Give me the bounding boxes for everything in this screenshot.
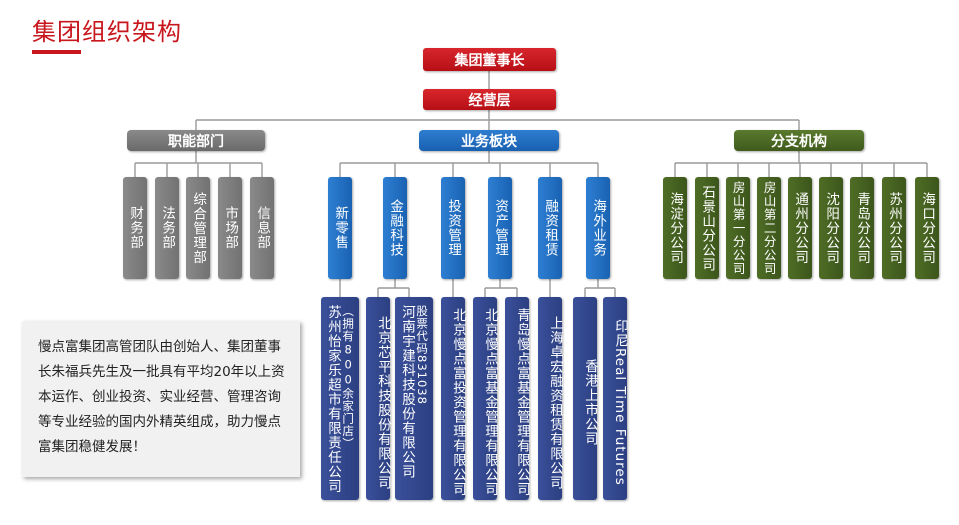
- company-henan-yujian: 河南宇建科技股份有限公司 股票代码831038: [395, 297, 433, 500]
- segment-overseas: 海外业务: [586, 177, 610, 279]
- branch-fangshan-2: 房山第二分公司: [757, 177, 781, 279]
- branch-shijingshan: 石景山分公司: [695, 177, 719, 279]
- branch-suzhou: 苏州分公司: [882, 177, 906, 279]
- branch-shenyang: 沈阳分公司: [819, 177, 843, 279]
- branch-tongzhou: 通州分公司: [788, 177, 812, 279]
- segment-financial-leasing: 融资租赁: [538, 177, 562, 279]
- title-underline: [32, 50, 81, 54]
- company-note: 股票代码831038: [415, 305, 430, 405]
- business-segment-node: 业务板块: [419, 130, 559, 151]
- branch-fangshan-1: 房山第一分公司: [726, 177, 750, 279]
- dept-legal: 法务部: [155, 177, 179, 279]
- segment-investment-management: 投资管理: [441, 177, 465, 279]
- company-beijing-fund: 北京慢点富基金管理有限公司: [473, 297, 498, 500]
- branch-haidian: 海淀分公司: [663, 177, 687, 279]
- company-suzhou-yijiale: 苏州怡家乐超市有限责任公司 （拥有800余家门店）: [321, 297, 359, 500]
- dept-information: 信息部: [250, 177, 274, 279]
- description-panel: 慢点富集团高管团队由创始人、集团董事长朱福兵先生及一批具有平均20年以上资本运作…: [22, 321, 300, 477]
- segment-fintech: 金融科技: [383, 177, 407, 279]
- company-note: （拥有800余家门店）: [341, 305, 356, 450]
- company-hongkong-listed: 香港上市公司: [573, 297, 598, 500]
- functional-dept-node: 职能部门: [127, 130, 265, 151]
- segment-asset-management: 资产管理: [488, 177, 512, 279]
- company-beijing-xinping: 北京芯平科技股份有限公司: [366, 297, 391, 500]
- dept-marketing: 市场部: [218, 177, 242, 279]
- company-beijing-investment: 北京慢点富投资管理有限公司: [441, 297, 466, 500]
- branch-haikou: 海口分公司: [915, 177, 939, 279]
- company-qingdao-fund: 青岛慢点富基金管理有限公司: [505, 297, 530, 500]
- company-shanghai-zhuohong: 上海卓宏融资租赁有限公司: [538, 297, 563, 500]
- segment-new-retail: 新零售: [328, 177, 352, 279]
- company-name: 苏州怡家乐超市有限责任公司: [325, 305, 342, 494]
- dept-general-management: 综合管理部: [186, 177, 210, 279]
- management-node: 经营层: [423, 89, 556, 110]
- branch-qingdao: 青岛分公司: [850, 177, 874, 279]
- dept-finance: 财务部: [123, 177, 147, 279]
- company-name: 河南宇建科技股份有限公司: [399, 305, 416, 479]
- company-indonesia-rtf: 印尼Real Time Futures: [603, 297, 628, 500]
- branch-org-node: 分支机构: [734, 130, 864, 151]
- chairman-node: 集团董事长: [423, 48, 556, 71]
- page-title: 集团组织架构: [32, 18, 182, 46]
- description-text: 慢点富集团高管团队由创始人、集团董事长朱福兵先生及一批具有平均20年以上资本运作…: [38, 339, 285, 455]
